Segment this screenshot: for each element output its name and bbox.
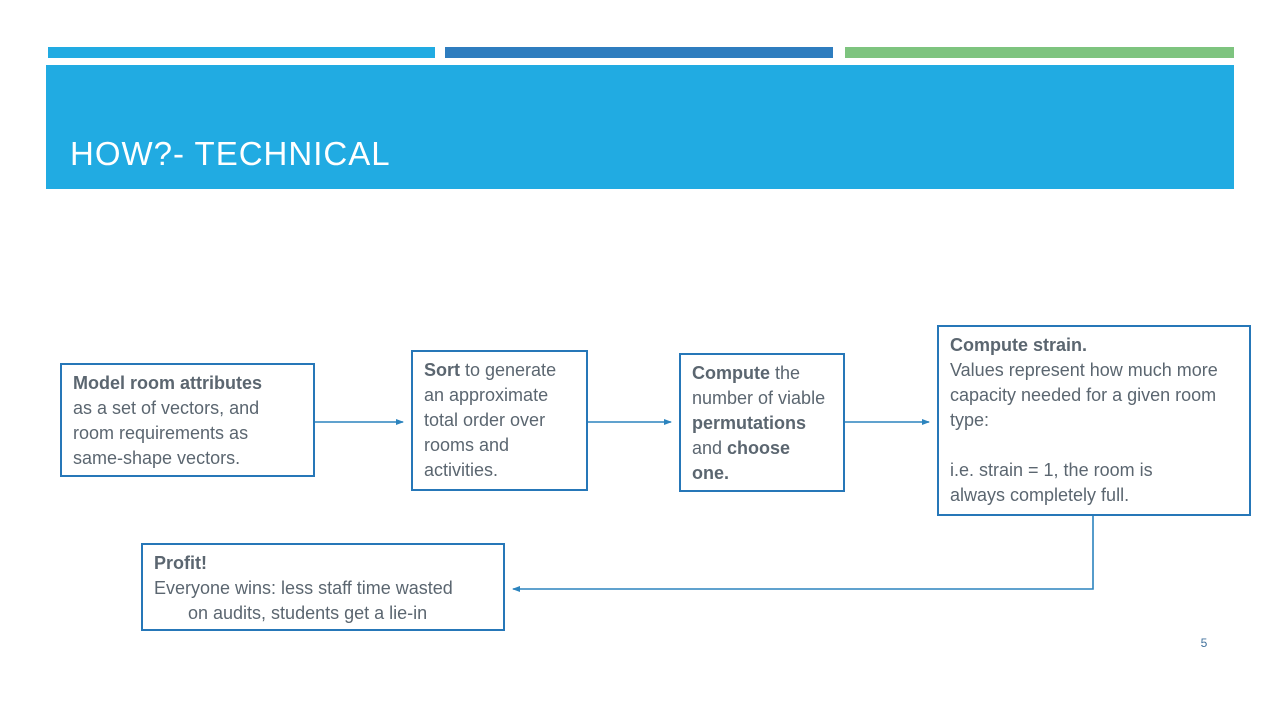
page-number: 5 <box>1200 636 1208 650</box>
flow-box-compute-strain: Compute strain.Values represent how much… <box>937 325 1251 516</box>
accent-bar-light-blue <box>48 47 435 58</box>
title-banner: HOW?- TECHNICAL <box>46 65 1234 189</box>
arrow-strain-to-profit <box>512 516 1094 592</box>
flow-box-text: Compute strain.Values represent how much… <box>950 335 1218 505</box>
slide-title: HOW?- TECHNICAL <box>70 135 391 172</box>
flow-box-text: Profit!Everyone wins: less staff time wa… <box>154 553 453 623</box>
flow-box-profit: Profit!Everyone wins: less staff time wa… <box>141 543 505 631</box>
accent-bar-dark-blue <box>445 47 833 58</box>
accent-bar-green <box>845 47 1234 58</box>
